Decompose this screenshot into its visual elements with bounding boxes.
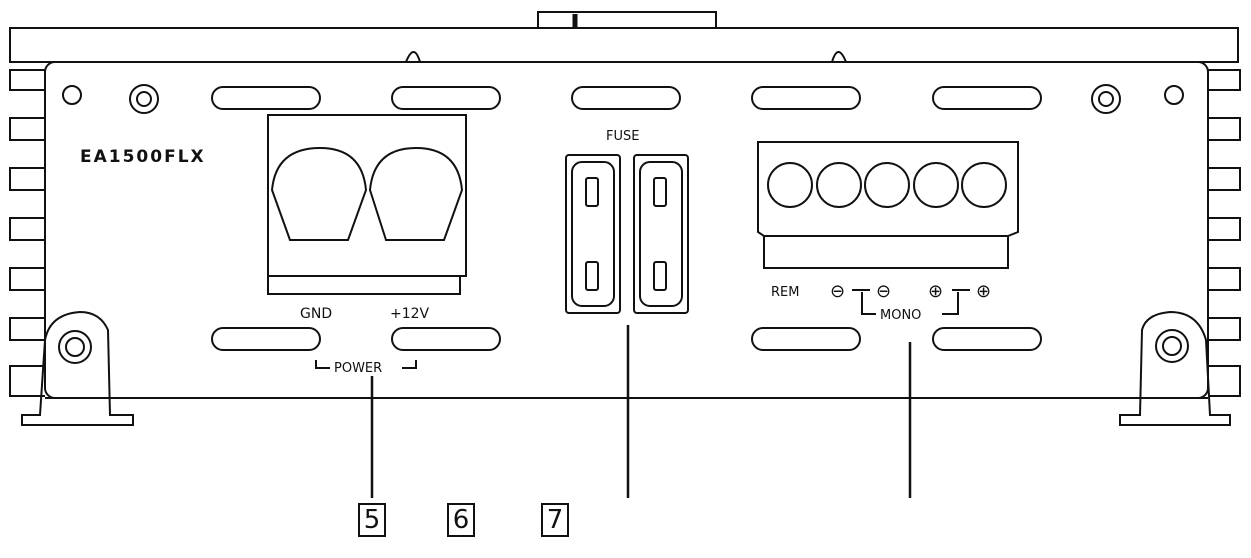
- vent-slot: [571, 86, 681, 110]
- vent-slot: [932, 86, 1042, 110]
- screw-top-right: [1164, 85, 1184, 105]
- fuse-holder-left: [565, 154, 621, 314]
- right-foot-bolt-outer: [1155, 329, 1189, 363]
- terminal-screw-rem: [767, 162, 813, 208]
- terminal-minus-1-icon: ⊖: [830, 281, 845, 302]
- vent-slot: [391, 327, 501, 351]
- fuse-holders: [565, 154, 689, 314]
- power-bracket: [315, 360, 417, 369]
- vent-slot: [391, 86, 501, 110]
- right-foot-bolt-inner: [1162, 336, 1182, 356]
- mono-label: MONO: [880, 308, 921, 323]
- callout-6: 6: [447, 503, 475, 537]
- fuse-right-body: [639, 161, 683, 307]
- callout-5: 5: [358, 503, 386, 537]
- left-mounting-foot: [21, 310, 134, 426]
- right-heatsink-fins: [1208, 69, 1241, 397]
- vent-slot: [751, 86, 861, 110]
- fuse-holder-right: [633, 154, 689, 314]
- terminal-screw-3: [913, 162, 959, 208]
- rem-label: REM: [771, 285, 799, 300]
- terminal-screw-2: [864, 162, 910, 208]
- top-tab: [537, 11, 717, 28]
- speaker-terminal-block: [757, 141, 1019, 269]
- fuse-right-blade-bottom: [653, 261, 667, 291]
- gnd-label: GND: [300, 306, 332, 322]
- terminal-plus-2-icon: ⊕: [976, 281, 991, 302]
- fuse-right-blade-top: [653, 177, 667, 207]
- plus12-terminal-cup: [368, 146, 464, 241]
- fuse-left-body: [571, 161, 615, 307]
- left-foot-bolt-outer: [58, 330, 92, 364]
- callout-7: 7: [541, 503, 569, 537]
- left-foot-bolt-inner: [65, 337, 85, 357]
- fuse-label: FUSE: [606, 129, 639, 144]
- terminal-minus-2-icon: ⊖: [876, 281, 891, 302]
- bolt-top-right: [1091, 84, 1121, 114]
- terminal-screw-4: [961, 162, 1007, 208]
- fuse-left-blade-top: [585, 177, 599, 207]
- terminal-screw-1: [816, 162, 862, 208]
- faceplate: [44, 61, 1209, 399]
- bolt-top-right-inner: [1098, 91, 1114, 107]
- terminal-plus-1-icon: ⊕: [928, 281, 943, 302]
- model-label: EA1500FLX: [80, 147, 206, 167]
- mono-bracket: [861, 292, 959, 315]
- vent-slot: [211, 327, 321, 351]
- right-mounting-foot: [1119, 310, 1231, 426]
- vent-slot: [211, 86, 321, 110]
- left-heatsink-fins: [9, 69, 45, 397]
- power-terminals: [267, 114, 467, 295]
- bolt-top-left: [129, 84, 159, 114]
- fuse-left-blade-bottom: [585, 261, 599, 291]
- vent-slot: [751, 327, 861, 351]
- power-group-label: POWER: [334, 361, 382, 376]
- plus12-label: +12V: [390, 306, 430, 322]
- screw-top-left: [62, 85, 82, 105]
- vent-slot: [932, 327, 1042, 351]
- gnd-terminal-cup: [270, 146, 368, 241]
- heatsink-top-bar: [9, 27, 1239, 63]
- bolt-top-left-inner: [136, 91, 152, 107]
